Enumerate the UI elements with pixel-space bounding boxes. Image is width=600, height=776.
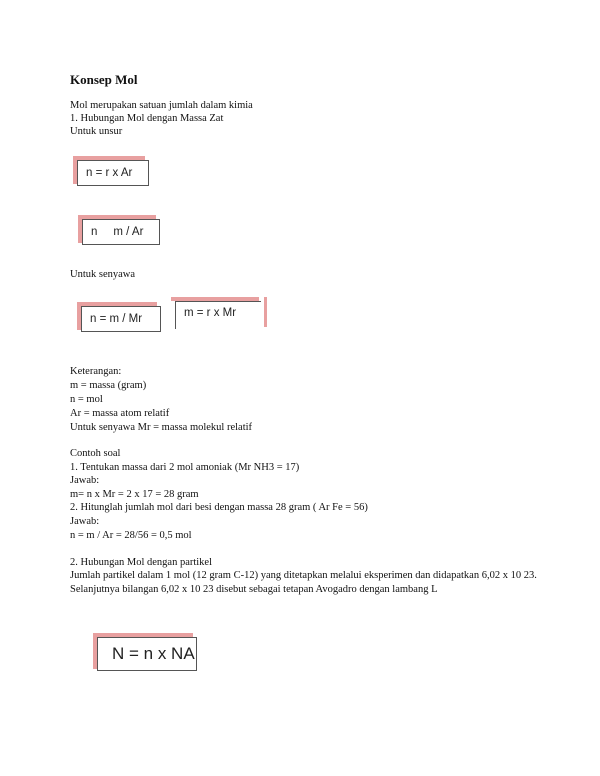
contoh-line: n = m / Ar = 28/56 = 0,5 mol (70, 530, 192, 541)
formula-senyawa-2: m = r x Mr (184, 306, 237, 319)
formula-box-unsur-2: n m / Ar (78, 215, 160, 245)
box-accent (73, 156, 77, 184)
section2-heading: 2. Hubungan Mol dengan partikel (70, 557, 213, 568)
formula-avogadro: N = n x NA (112, 644, 195, 663)
contoh-line: m= n x Mr = 2 x 17 = 28 gram (70, 489, 199, 500)
unsur-label: Untuk unsur (70, 126, 123, 137)
formula-unsur-2: n m / Ar (91, 226, 144, 238)
contoh-line: 2. Hitunglah jumlah mol dari besi dengan… (70, 502, 368, 513)
senyawa-label: Untuk senyawa (70, 269, 136, 280)
formula-box-senyawa-2: m = r x Mr (171, 297, 267, 329)
keterangan-line: m = massa (gram) (70, 380, 147, 391)
keterangan-line: n = mol (70, 394, 103, 405)
box-accent (93, 633, 97, 669)
formula-box-unsur-1: n = r x Ar (73, 156, 149, 186)
box-accent (77, 302, 81, 330)
box-accent (78, 215, 156, 219)
contoh-heading: Contoh soal (70, 448, 121, 459)
box-accent (77, 302, 157, 306)
keterangan-line: Untuk senyawa Mr = massa molekul relatif (70, 422, 253, 433)
contoh-line: 1. Tentukan massa dari 2 mol amoniak (Mr… (70, 462, 300, 473)
intro-text: Mol merupakan satuan jumlah dalam kimia (70, 100, 253, 111)
formula-unsur-1: n = r x Ar (86, 167, 133, 179)
formula-senyawa-1: n = m / Mr (90, 313, 143, 325)
section1-heading: 1. Hubungan Mol dengan Massa Zat (70, 113, 224, 124)
box-accent (264, 297, 267, 327)
box-accent (171, 297, 259, 301)
formula-box-senyawa-1: n = m / Mr (77, 302, 161, 332)
box-accent (93, 633, 193, 637)
keterangan-heading: Keterangan: (70, 366, 122, 377)
formula-box-avogadro: N = n x NA (93, 633, 197, 671)
section2-paragraph: Jumlah partikel dalam 1 mol (12 gram C-1… (70, 570, 537, 595)
box-accent (73, 156, 145, 160)
box-accent (78, 215, 82, 243)
contoh-line: Jawab: (70, 516, 100, 527)
page-title: Konsep Mol (70, 72, 138, 87)
keterangan-line: Ar = massa atom relatif (70, 408, 170, 419)
contoh-line: Jawab: (70, 475, 100, 486)
